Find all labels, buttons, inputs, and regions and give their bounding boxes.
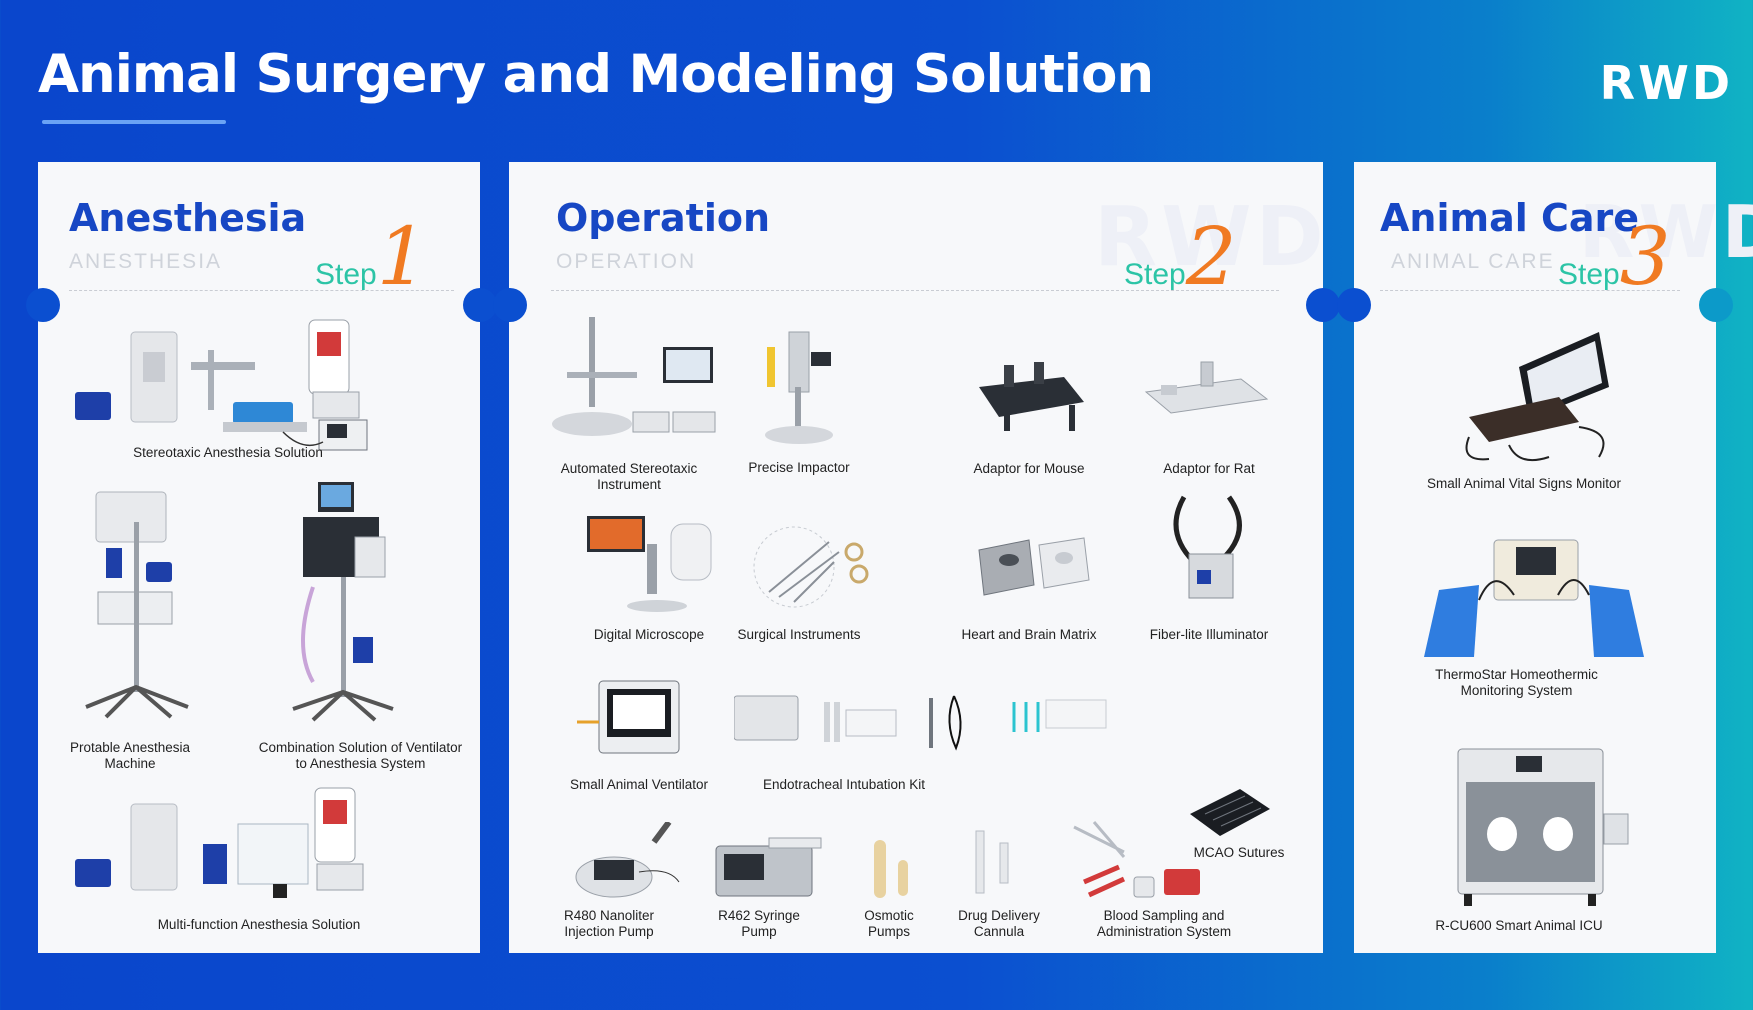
panel-notch	[1337, 288, 1371, 322]
r480-injection-pump-image[interactable]	[569, 822, 689, 902]
panel-title: Operation	[556, 196, 771, 240]
panel-subtitle: OPERATION	[556, 250, 697, 273]
smart-animal-icu-image[interactable]	[1454, 744, 1634, 909]
step-label: Step	[1124, 258, 1186, 291]
operation-panel: RWD Operation OPERATION Step2 Automated …	[509, 162, 1324, 953]
panel-subtitle: ANIMAL CARE	[1391, 250, 1555, 273]
item-caption: Surgical Instruments	[737, 627, 861, 642]
page-title: Animal Surgery and Modeling Solution	[38, 44, 1154, 105]
portable-anesthesia-image[interactable]	[76, 482, 206, 722]
step-indicator: Step2	[1124, 217, 1237, 297]
panel-divider	[1380, 290, 1680, 291]
item-caption: Precise Impactor	[748, 460, 850, 475]
item-caption: Stereotaxic Anesthesia Solution	[133, 445, 323, 460]
digital-microscope-image[interactable]	[587, 514, 717, 614]
endotracheal-intubation-kit-image[interactable]	[734, 692, 1124, 752]
adaptor-rat-image[interactable]	[1141, 357, 1271, 427]
step-indicator: Step1	[315, 217, 428, 297]
step-number: 1	[376, 210, 428, 303]
panel-title: Animal Care	[1380, 196, 1640, 240]
step-number: 3	[1619, 210, 1671, 303]
panel-notch	[1306, 288, 1340, 322]
animal-care-panel: RWD Animal Care ANIMAL CARE Step3 Small …	[1354, 162, 1753, 953]
item-caption: Small Animal Ventilator	[569, 777, 709, 792]
step-indicator: Step3	[1558, 217, 1671, 297]
panel-notch	[463, 288, 497, 322]
fiber-lite-illuminator-image[interactable]	[1159, 492, 1259, 602]
r462-syringe-pump-image[interactable]	[714, 834, 824, 904]
mcao-sutures-image[interactable]	[1185, 784, 1275, 840]
rwd-watermark: RWD	[1094, 190, 1328, 285]
thermostar-monitoring-image[interactable]	[1424, 535, 1644, 660]
multifunction-anesthesia-image[interactable]	[73, 784, 393, 914]
small-animal-ventilator-image[interactable]	[577, 677, 687, 757]
panel-title: Anesthesia	[69, 196, 307, 240]
item-caption: Fiber-lite Illuminator	[1149, 627, 1269, 642]
panel-divider	[69, 290, 454, 291]
step-label: Step	[1558, 258, 1620, 291]
panel-notch	[1699, 288, 1733, 322]
item-caption: R-CU600 Smart Animal ICU	[1435, 918, 1603, 933]
panel-notch	[493, 288, 527, 322]
vital-signs-monitor-image[interactable]	[1449, 327, 1624, 467]
osmotic-pumps-image[interactable]	[864, 830, 924, 900]
item-caption: Adaptor for Rat	[1163, 461, 1255, 476]
stereotaxic-anesthesia-image[interactable]	[73, 312, 393, 462]
title-underline	[42, 120, 226, 124]
anesthesia-panel: Anesthesia ANESTHESIA Step1 Stereotaxic …	[38, 162, 480, 953]
panel-notch	[26, 288, 60, 322]
surgical-instruments-image[interactable]	[749, 522, 879, 612]
heart-brain-matrix-image[interactable]	[974, 530, 1094, 600]
item-caption: Heart and Brain Matrix	[961, 627, 1097, 642]
item-caption: Multi-function Anesthesia Solution	[157, 917, 361, 932]
stereotaxic-instrument-image[interactable]	[547, 312, 717, 442]
adaptor-mouse-image[interactable]	[974, 357, 1089, 437]
rwd-logo: RWD	[1599, 56, 1733, 110]
step-number: 2	[1185, 210, 1237, 303]
precise-impactor-image[interactable]	[749, 327, 849, 447]
panel-divider	[551, 290, 1279, 291]
blood-sampling-system-image[interactable]	[1064, 817, 1224, 902]
item-caption: MCAO Sutures	[1193, 845, 1285, 860]
ventilator-combination-image[interactable]	[283, 477, 403, 722]
item-caption: Adaptor for Mouse	[973, 461, 1085, 476]
drug-delivery-cannula-image[interactable]	[964, 827, 1024, 897]
rwd-watermark: RWD	[1579, 190, 1753, 274]
item-caption: Endotracheal Intubation Kit	[762, 777, 926, 792]
step-label: Step	[315, 258, 377, 291]
item-caption: Small Animal Vital Signs Monitor	[1426, 476, 1622, 491]
panel-subtitle: ANESTHESIA	[69, 250, 223, 273]
item-caption: Digital Microscope	[593, 627, 705, 642]
